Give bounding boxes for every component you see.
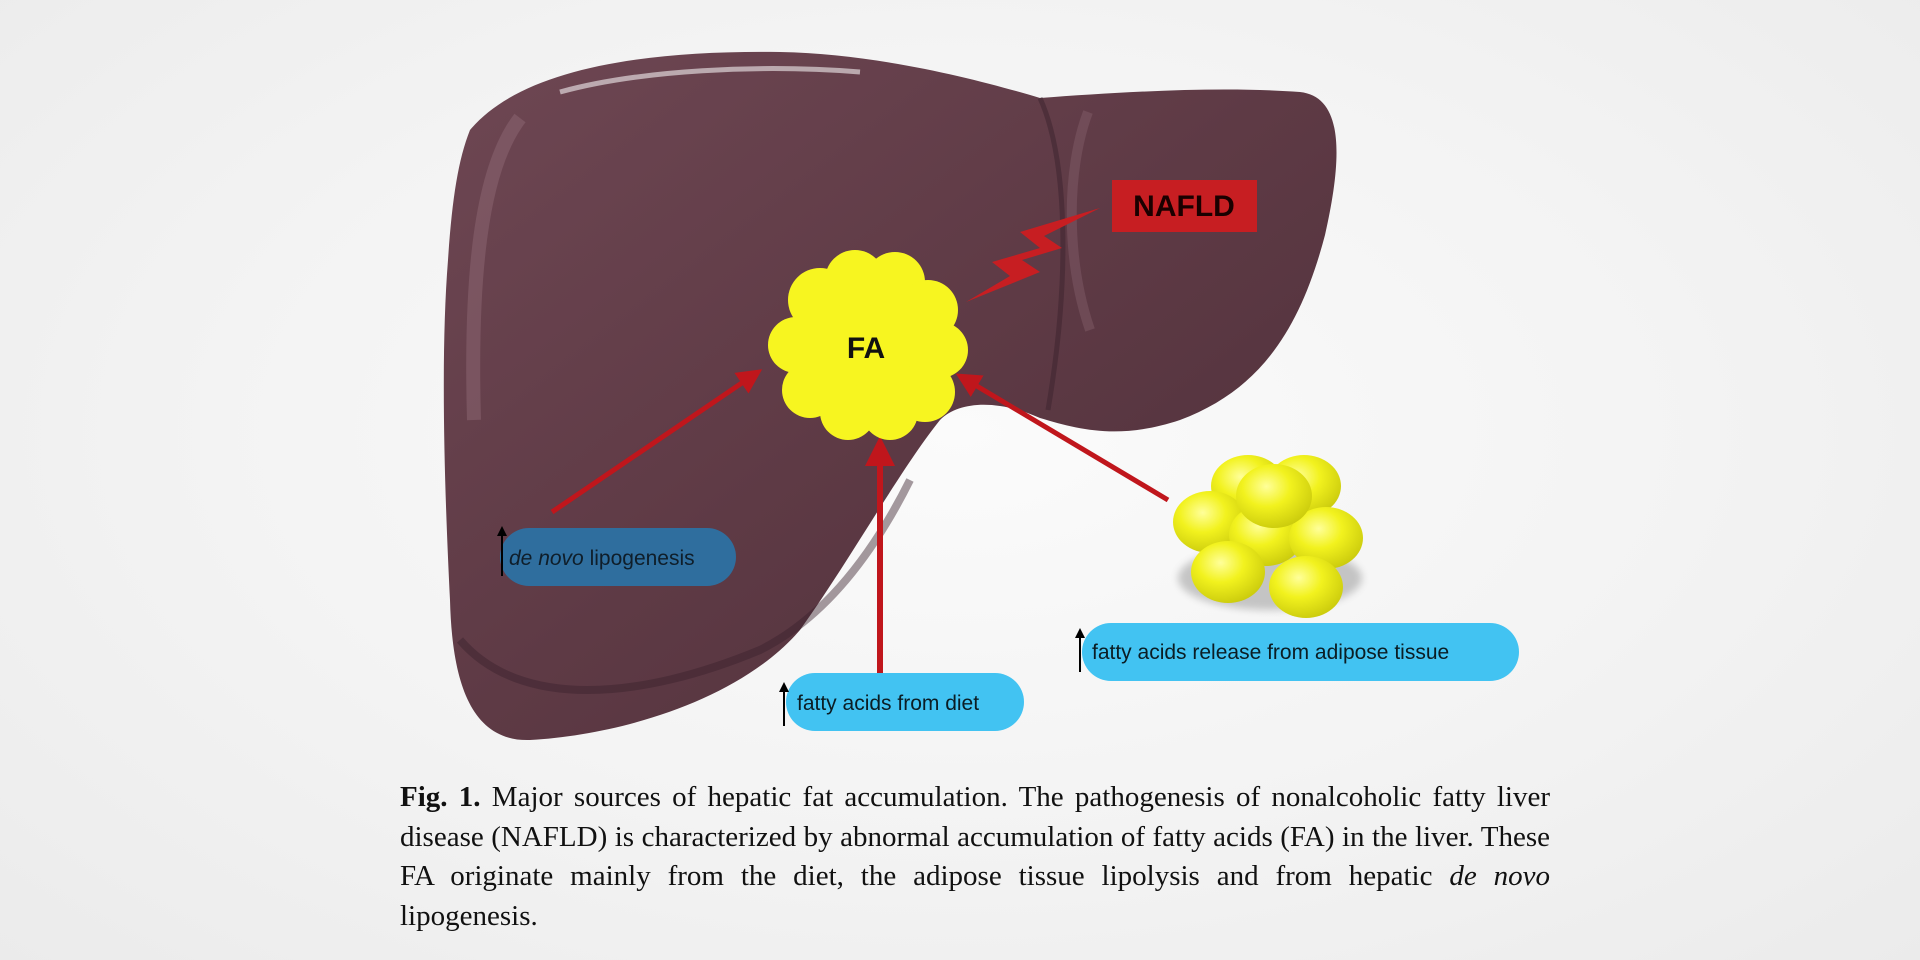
adipose-pill: fatty acids release from adipose tissue bbox=[1082, 623, 1519, 681]
arrow-de-novo bbox=[550, 369, 763, 515]
nafld-badge: NAFLD bbox=[1112, 180, 1257, 232]
adipose-cluster bbox=[1173, 455, 1363, 618]
caption-text-part2: lipogenesis. bbox=[400, 899, 538, 932]
arrow-adipose bbox=[955, 373, 1170, 503]
lightning-bolt-icon bbox=[966, 208, 1100, 302]
adipose-label: fatty acids release from adipose tissue bbox=[1092, 641, 1449, 664]
caption-text-part1: Major sources of hepatic fat accumulatio… bbox=[400, 781, 1550, 892]
up-arrow-icon bbox=[779, 682, 789, 726]
diet-pill: fatty acids from diet bbox=[786, 673, 1024, 731]
caption-italic: de novo bbox=[1449, 860, 1550, 892]
figure-caption: Fig. 1. Major sources of hepatic fat acc… bbox=[400, 778, 1550, 936]
de-novo-rest: lipogenesis bbox=[584, 547, 695, 570]
de-novo-italic: de novo bbox=[509, 547, 584, 570]
fa-blob: FA bbox=[768, 250, 968, 440]
fa-label: FA bbox=[847, 332, 885, 365]
de-novo-lipogenesis-label: de novo lipogenesis bbox=[509, 547, 695, 570]
up-arrow-icon bbox=[497, 526, 507, 576]
nafld-label: NAFLD bbox=[1133, 190, 1235, 223]
caption-label: Fig. 1. bbox=[400, 781, 481, 813]
up-arrow-icon bbox=[1075, 628, 1085, 672]
diet-label: fatty acids from diet bbox=[797, 692, 979, 715]
de-novo-lipogenesis-pill: de novo lipogenesis bbox=[500, 528, 736, 586]
